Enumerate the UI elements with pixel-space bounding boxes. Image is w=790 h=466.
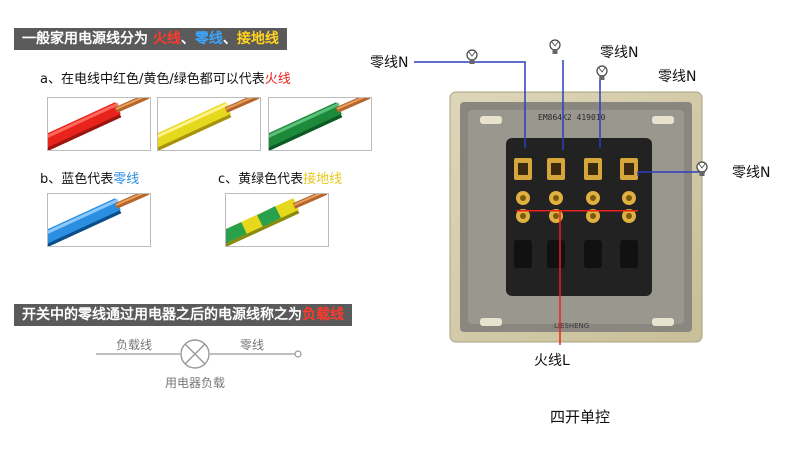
four-gang-switch-back: EM864K2 419010 LIESHENG bbox=[449, 91, 703, 345]
red-wire-image bbox=[47, 97, 151, 151]
red-wire-icon bbox=[48, 98, 150, 150]
section-c-text: c、黄绿色代表 bbox=[218, 172, 304, 187]
yellow-green-wire-icon bbox=[226, 194, 328, 246]
section-c-highlight: 接地线 bbox=[303, 172, 343, 187]
terminal-icon bbox=[294, 350, 302, 358]
yellow-wire-icon bbox=[158, 98, 260, 150]
green-wire-icon bbox=[269, 98, 371, 150]
banner-sep-2: 、 bbox=[222, 31, 237, 47]
banner-neutral-wire: 零线 bbox=[194, 31, 223, 47]
neutral-label-1: 零线N bbox=[370, 55, 409, 71]
bulb-icon bbox=[696, 161, 708, 176]
section-b-text: b、蓝色代表 bbox=[40, 172, 114, 187]
live-label: 火线L bbox=[534, 353, 570, 369]
banner-ground-wire: 接地线 bbox=[236, 31, 279, 47]
legend-neutral-wire: 零线 bbox=[240, 338, 265, 352]
neutral-label-3: 零线N bbox=[658, 69, 697, 85]
load-circuit-diagram bbox=[96, 339, 302, 369]
lower-slots bbox=[514, 240, 638, 268]
section-a-label: a、在电线中红色/黄色/绿色都可以代表火线 bbox=[40, 68, 291, 87]
mounting-slot bbox=[480, 318, 502, 326]
neutral-label-2: 零线N bbox=[600, 45, 639, 61]
section-b-label: b、蓝色代表零线 bbox=[40, 168, 139, 187]
load-wire-banner-text: 开关中的零线通过用电器之后的电源线称之为 bbox=[22, 307, 302, 323]
section-a-text: a、在电线中红色/黄色/绿色都可以代表 bbox=[40, 72, 265, 87]
section-a-highlight: 火线 bbox=[264, 72, 291, 87]
banner-sep-1: 、 bbox=[180, 31, 195, 47]
bulb-icon bbox=[466, 49, 478, 64]
switch-caption: 四开单控 bbox=[550, 408, 611, 426]
yellow-green-wire-image bbox=[225, 193, 329, 247]
legend-appliance-load: 用电器负载 bbox=[165, 376, 226, 390]
neutral-terminals bbox=[514, 158, 638, 180]
mounting-slot bbox=[652, 318, 674, 326]
section-b-highlight: 零线 bbox=[113, 172, 140, 187]
blue-wire-image bbox=[47, 193, 151, 247]
annotation-lines bbox=[414, 39, 708, 176]
title-banner: 一般家用电源线分为 火线、零线、接地线 bbox=[14, 28, 287, 50]
blue-wire-icon bbox=[48, 194, 150, 246]
section-c-label: c、黄绿色代表接地线 bbox=[218, 168, 342, 187]
legend-load-wire: 负载线 bbox=[116, 338, 153, 352]
banner-live-wire: 火线 bbox=[152, 31, 181, 47]
model-text: EM864K2 419010 bbox=[538, 113, 606, 122]
load-wire-banner: 开关中的零线通过用电器之后的电源线称之为负载线 bbox=[14, 304, 352, 326]
bulb-icon bbox=[596, 65, 608, 80]
terminal-block bbox=[506, 138, 652, 296]
brand-text: LIESHENG bbox=[554, 322, 589, 330]
load-wire-banner-highlight: 负载线 bbox=[302, 307, 344, 323]
green-wire-image bbox=[268, 97, 372, 151]
yellow-wire-image bbox=[157, 97, 261, 151]
banner-prefix: 一般家用电源线分为 bbox=[22, 31, 153, 47]
bulb-icon bbox=[549, 39, 561, 54]
live-link-line bbox=[516, 210, 638, 212]
mounting-slot bbox=[480, 116, 502, 124]
mounting-slot bbox=[652, 116, 674, 124]
neutral-label-4: 零线N bbox=[732, 165, 771, 181]
